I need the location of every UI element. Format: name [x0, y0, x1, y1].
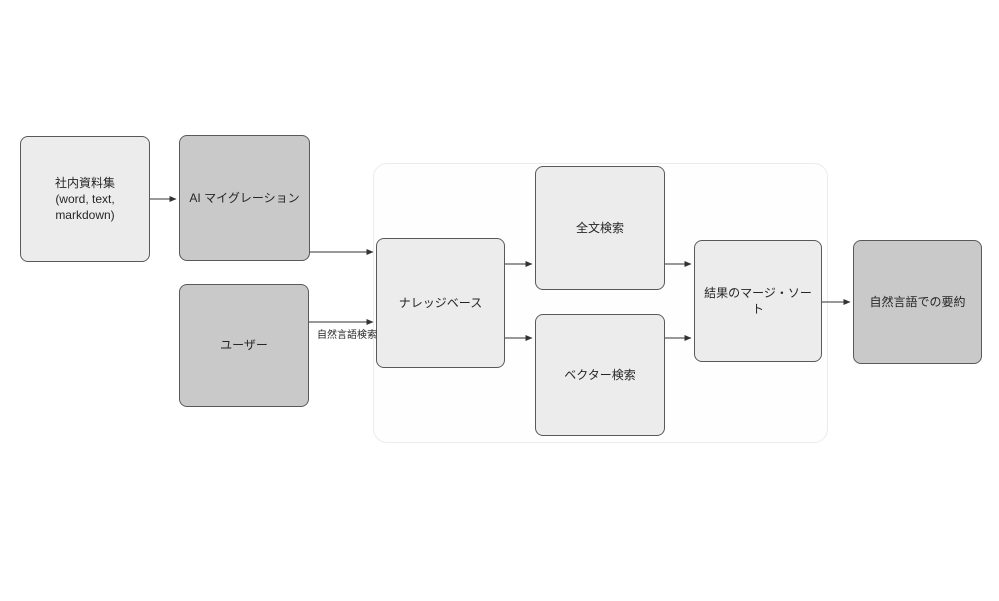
node-natural-language-summary[interactable]: 自然言語での要約 — [853, 240, 982, 364]
node-internal-docs-label: 社内資料集 (word, text, markdown) — [54, 175, 115, 223]
node-vector-search[interactable]: ベクター検索 — [535, 314, 665, 436]
node-ai-migration-label: AI マイグレーション — [189, 190, 300, 205]
node-user[interactable]: ユーザー — [179, 284, 309, 407]
node-merge-sort-results-label: 結果のマージ・ソート — [704, 285, 812, 316]
node-knowledge-base[interactable]: ナレッジベース — [376, 238, 505, 368]
edge-label-natural-language-search: 自然言語検索 — [317, 330, 377, 341]
node-merge-sort-results[interactable]: 結果のマージ・ソート — [694, 240, 822, 362]
node-fulltext-search[interactable]: 全文検索 — [535, 166, 665, 290]
node-user-label: ユーザー — [220, 338, 268, 353]
node-knowledge-base-label: ナレッジベース — [398, 295, 483, 310]
node-fulltext-search-label: 全文検索 — [575, 220, 624, 235]
node-vector-search-label: ベクター検索 — [564, 367, 636, 382]
node-internal-docs[interactable]: 社内資料集 (word, text, markdown) — [20, 136, 150, 262]
node-ai-migration[interactable]: AI マイグレーション — [179, 135, 310, 261]
node-natural-language-summary-label: 自然言語での要約 — [869, 294, 966, 309]
